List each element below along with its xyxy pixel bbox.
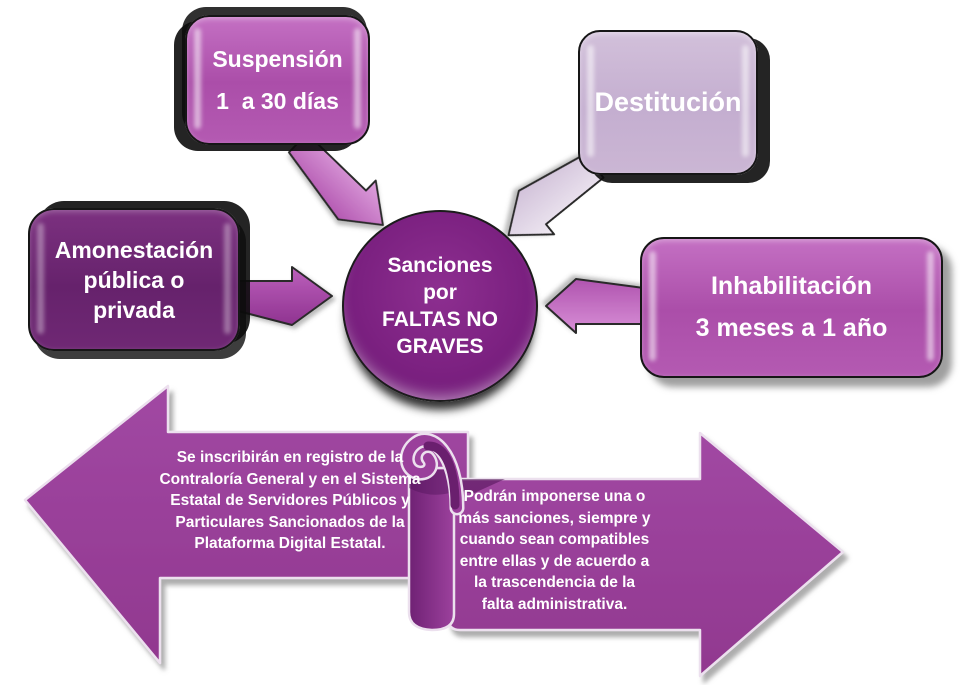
node-inhabilitacion: Inhabilitación 3 meses a 1 año xyxy=(640,237,943,378)
node-destitucion-title: Destitución xyxy=(594,87,742,117)
center-node-sanciones: Sanciones por FALTAS NO GRAVES xyxy=(342,210,538,402)
node-inhabilitacion-title: Inhabilitación xyxy=(710,272,873,300)
node-amonestacion: Amonestación pública o privada xyxy=(28,208,240,351)
node-inhabilitacion-duration: 3 meses a 1 año xyxy=(695,314,888,342)
node-suspension: Suspensión 1 a 30 días xyxy=(185,15,370,145)
banner-left-text: Se inscribirán en registro de la Contral… xyxy=(159,449,421,553)
node-suspension-duration: 1 a 30 días xyxy=(216,87,339,114)
connector-arrow-inhabilitacion-icon xyxy=(545,278,645,334)
node-suspension-title: Suspensión xyxy=(212,45,343,72)
banner-right-text: Podrán imponerse una o más sanciones, si… xyxy=(458,488,651,613)
node-amonestacion-title: Amonestación pública o privada xyxy=(54,236,214,323)
node-destitucion: Destitución xyxy=(578,30,758,175)
connector-arrow-amonestacion-icon xyxy=(237,266,333,326)
center-node-label: Sanciones por FALTAS NO GRAVES xyxy=(382,254,498,358)
